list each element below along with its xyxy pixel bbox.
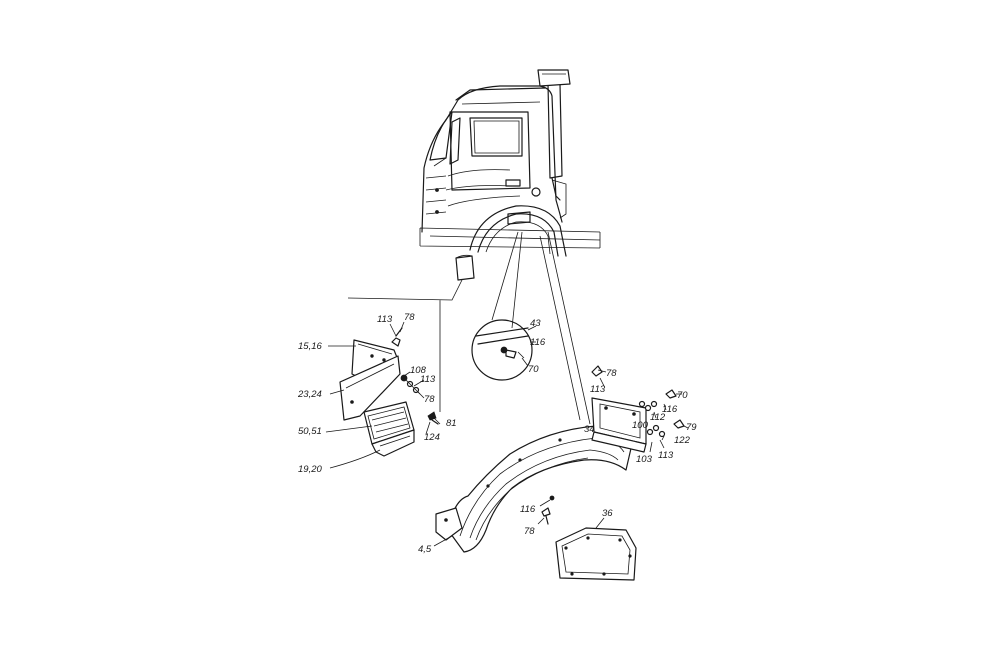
callout-103: 103 <box>636 454 653 465</box>
callout-43: 43 <box>530 318 541 329</box>
callout-122: 122 <box>674 435 691 446</box>
callout-36: 36 <box>602 508 613 519</box>
callout-34: 34 <box>584 424 595 435</box>
callout-78-bracket: 78 <box>606 368 617 379</box>
callout-70-bracket: 70 <box>677 390 688 401</box>
callout-116-fender: 116 <box>520 504 536 515</box>
callout-labels: 113 78 15,16 108 113 23,24 78 50,51 81 1… <box>297 312 697 555</box>
callout-78-mid: 78 <box>424 394 435 405</box>
callout-70-detail: 70 <box>528 364 539 375</box>
callout-124: 124 <box>424 432 440 443</box>
callout-15-16: 15,16 <box>298 341 322 352</box>
callout-50-51: 50,51 <box>298 426 322 437</box>
callout-79: 79 <box>686 422 697 433</box>
fender-bracket <box>591 365 689 453</box>
callout-78-fender: 78 <box>524 526 535 537</box>
callout-112: 112 <box>650 412 666 423</box>
callout-116-detail: 116 <box>530 337 546 348</box>
leader-lines <box>347 231 591 425</box>
truck-cab <box>419 69 601 281</box>
callout-23-24: 23,24 <box>297 389 322 400</box>
callout-113-mid: 113 <box>420 374 436 385</box>
callout-81: 81 <box>446 418 457 429</box>
callout-100: 100 <box>632 420 649 431</box>
callout-113-bracket: 113 <box>590 384 606 395</box>
callout-108: 108 <box>410 365 427 376</box>
footstep-assembly <box>325 321 441 469</box>
callout-4-5: 4,5 <box>418 544 432 555</box>
mud-flap-panel <box>555 517 637 581</box>
callout-116-bracket: 116 <box>662 404 678 415</box>
detail-circle <box>471 319 537 381</box>
callout-113-bracket-low: 113 <box>658 450 674 461</box>
callout-113-top: 113 <box>377 314 393 325</box>
callout-19-20: 19,20 <box>298 464 322 475</box>
callout-78-top: 78 <box>404 312 415 323</box>
